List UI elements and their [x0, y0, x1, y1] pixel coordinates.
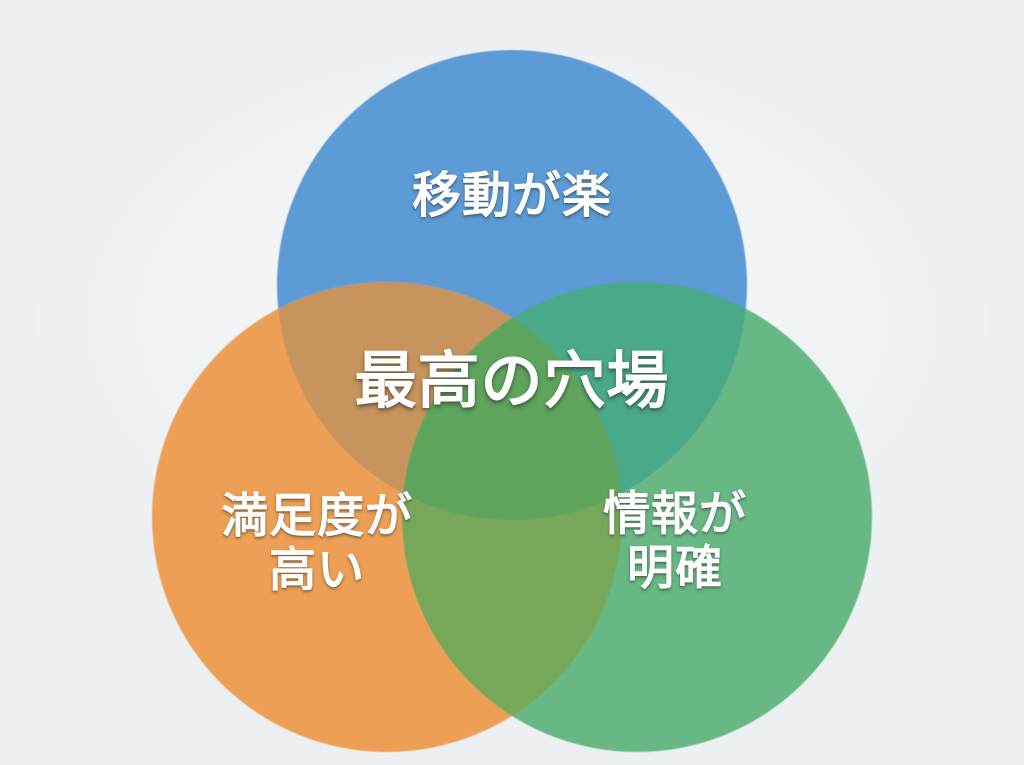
venn-intersection-center	[402, 282, 622, 520]
